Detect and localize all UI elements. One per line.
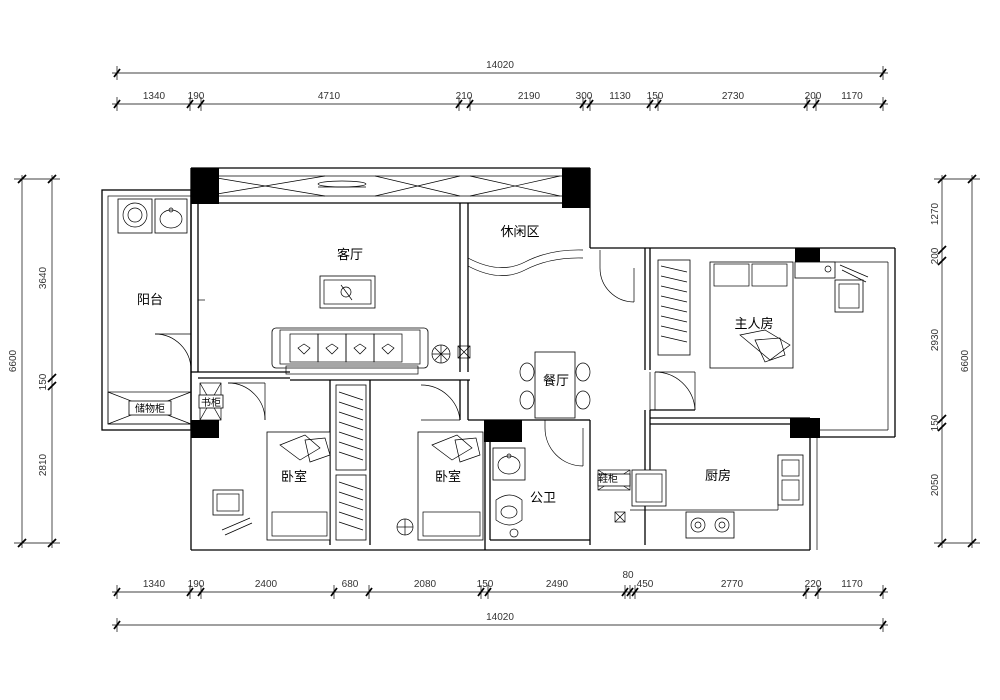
label-master-bedroom: 主人房 (734, 316, 773, 332)
dim-left-seg: 3640 (38, 266, 49, 289)
dim-bottom-seg: 150 (477, 579, 494, 590)
dim-top-seg: 1340 (143, 91, 166, 102)
dim-bottom-seg: 220 (805, 579, 822, 590)
dimension-tick (631, 587, 639, 597)
label-kitchen: 厨房 (705, 468, 731, 484)
structural-columns (191, 168, 820, 442)
dim-right-total-label: 6600 (960, 349, 971, 372)
dimension-left: 6600 3640 150 2810 (8, 174, 60, 548)
label-bedroom-1: 卧室 (281, 469, 307, 485)
dimension-tick (197, 587, 205, 597)
dim-bottom-seg: 2770 (721, 579, 744, 590)
label-dining-room: 餐厅 (543, 373, 569, 389)
dimension-tick (626, 587, 634, 597)
dimension-tick (803, 99, 811, 109)
label-shoe-cabinet: 鞋柜 (598, 472, 618, 485)
dimension-tick (879, 99, 887, 109)
kitchen-fixtures (597, 454, 804, 539)
dimension-tick (477, 587, 485, 597)
doors (154, 250, 696, 467)
dim-bottom-seg: 2080 (414, 579, 437, 590)
dimension-tick (586, 99, 594, 109)
dim-top-seg: 1130 (609, 91, 631, 102)
dim-top-seg: 4710 (318, 91, 341, 102)
dim-left-seg: 2810 (38, 453, 49, 476)
dim-top-seg: 190 (188, 91, 205, 102)
dimension-tick (365, 587, 373, 597)
dim-right-seg: 150 (930, 414, 941, 431)
dim-top-seg: 200 (805, 91, 822, 102)
dim-right-seg: 200 (930, 247, 941, 264)
dimension-tick (186, 587, 194, 597)
dim-top-seg: 2730 (722, 91, 745, 102)
dim-bottom-seg: 450 (637, 579, 654, 590)
dimension-tick (802, 587, 810, 597)
dimension-tick (812, 99, 820, 109)
dim-right-seg: 2050 (930, 473, 941, 496)
dimension-top-total: 14020 (112, 60, 888, 80)
dim-right-seg: 1270 (930, 202, 941, 225)
dim-bottom-seg: 680 (342, 579, 359, 590)
room-labels: 客厅 休闲区 阳台 储物柜 书柜 主人房 餐厅 卧室 卧室 公卫 鞋柜 厨房 (135, 225, 774, 506)
dimension-top-segments: 1340 190 4710 210 2190 300 1130 150 2730… (112, 91, 888, 111)
dining-furniture (519, 351, 591, 419)
dim-top-seg: 2190 (518, 91, 541, 102)
bedroom-furniture (212, 384, 484, 541)
dim-top-total-label: 14020 (486, 60, 514, 71)
label-public-bathroom: 公卫 (530, 491, 556, 506)
dim-left-total-label: 6600 (8, 349, 19, 372)
dim-bottom-seg: 1170 (841, 579, 863, 590)
dimension-tick (484, 587, 492, 597)
dimension-tick (455, 99, 463, 109)
label-living-room: 客厅 (337, 247, 363, 263)
dim-top-seg: 150 (647, 91, 664, 102)
master-bedroom-furniture (657, 259, 869, 369)
dimension-tick (186, 99, 194, 109)
dim-bottom-seg: 190 (188, 579, 205, 590)
dimension-tick (621, 587, 629, 597)
dim-top-seg: 300 (576, 91, 593, 102)
dim-bottom-seg: 2400 (255, 579, 278, 590)
dim-top-seg: 1170 (841, 91, 863, 102)
dim-bottom-seg: 80 (622, 570, 634, 581)
dimension-tick (113, 587, 121, 597)
dimension-tick (197, 99, 205, 109)
dimension-tick (579, 99, 587, 109)
dimension-tick (113, 99, 121, 109)
label-leisure-area: 休闲区 (500, 225, 539, 240)
label-balcony: 阳台 (137, 293, 163, 308)
dim-left-seg: 150 (38, 373, 49, 390)
dimension-right: 1270 200 2930 150 2050 6600 (930, 174, 980, 548)
dim-bottom-total-label: 14020 (486, 612, 514, 623)
balcony-furniture (107, 198, 224, 425)
dimension-tick (330, 587, 338, 597)
label-bedroom-2: 卧室 (435, 469, 461, 485)
dim-bottom-seg: 1340 (143, 579, 166, 590)
dimension-tick (879, 587, 887, 597)
dimension-tick (646, 99, 654, 109)
dimension-tick (654, 99, 662, 109)
label-storage-cabinet: 储物柜 (135, 402, 165, 415)
dim-bottom-seg: 2490 (546, 579, 569, 590)
dimension-bottom-total: 14020 (112, 612, 888, 632)
dim-top-seg: 210 (456, 91, 473, 102)
dim-right-seg: 2930 (930, 328, 941, 351)
label-bookcase: 书柜 (201, 396, 221, 409)
walls (101, 167, 896, 551)
dimension-tick (814, 587, 822, 597)
bathroom-fixtures (492, 447, 626, 538)
living-room-furniture (271, 180, 471, 375)
dimension-tick (466, 99, 474, 109)
dimension-bottom-segments: 1340 190 2400 680 2080 150 2490 80 450 2… (112, 570, 888, 599)
